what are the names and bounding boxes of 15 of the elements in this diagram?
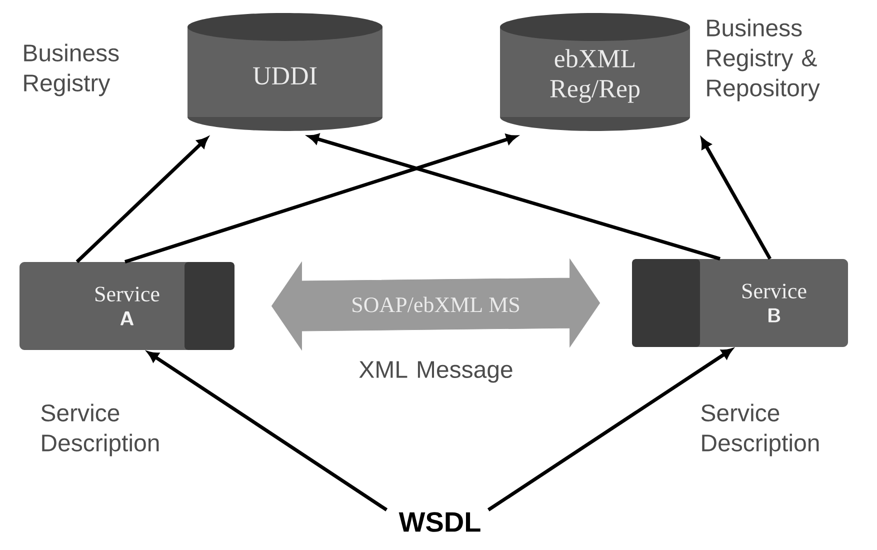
arrow bbox=[487, 348, 732, 512]
service-box: Service B bbox=[632, 259, 848, 347]
node-label: Business Registry bbox=[24, 44, 119, 96]
service-box: Service A bbox=[20, 262, 234, 350]
node-label: WSDL bbox=[398, 512, 480, 532]
arrow bbox=[700, 138, 772, 260]
node-label: Business Registry & Repository bbox=[707, 18, 820, 102]
label: XML Message bbox=[359, 361, 512, 383]
database-cylinder: UDDI bbox=[188, 13, 382, 131]
double-arrow bbox=[271, 258, 600, 350]
arrow bbox=[148, 351, 388, 512]
label: Service Description bbox=[701, 404, 819, 456]
edge-label: SOAP/ebXML MS bbox=[352, 296, 520, 312]
label: Service Description bbox=[41, 404, 159, 456]
database-cylinder: ebXML Reg/Rep bbox=[500, 13, 690, 131]
